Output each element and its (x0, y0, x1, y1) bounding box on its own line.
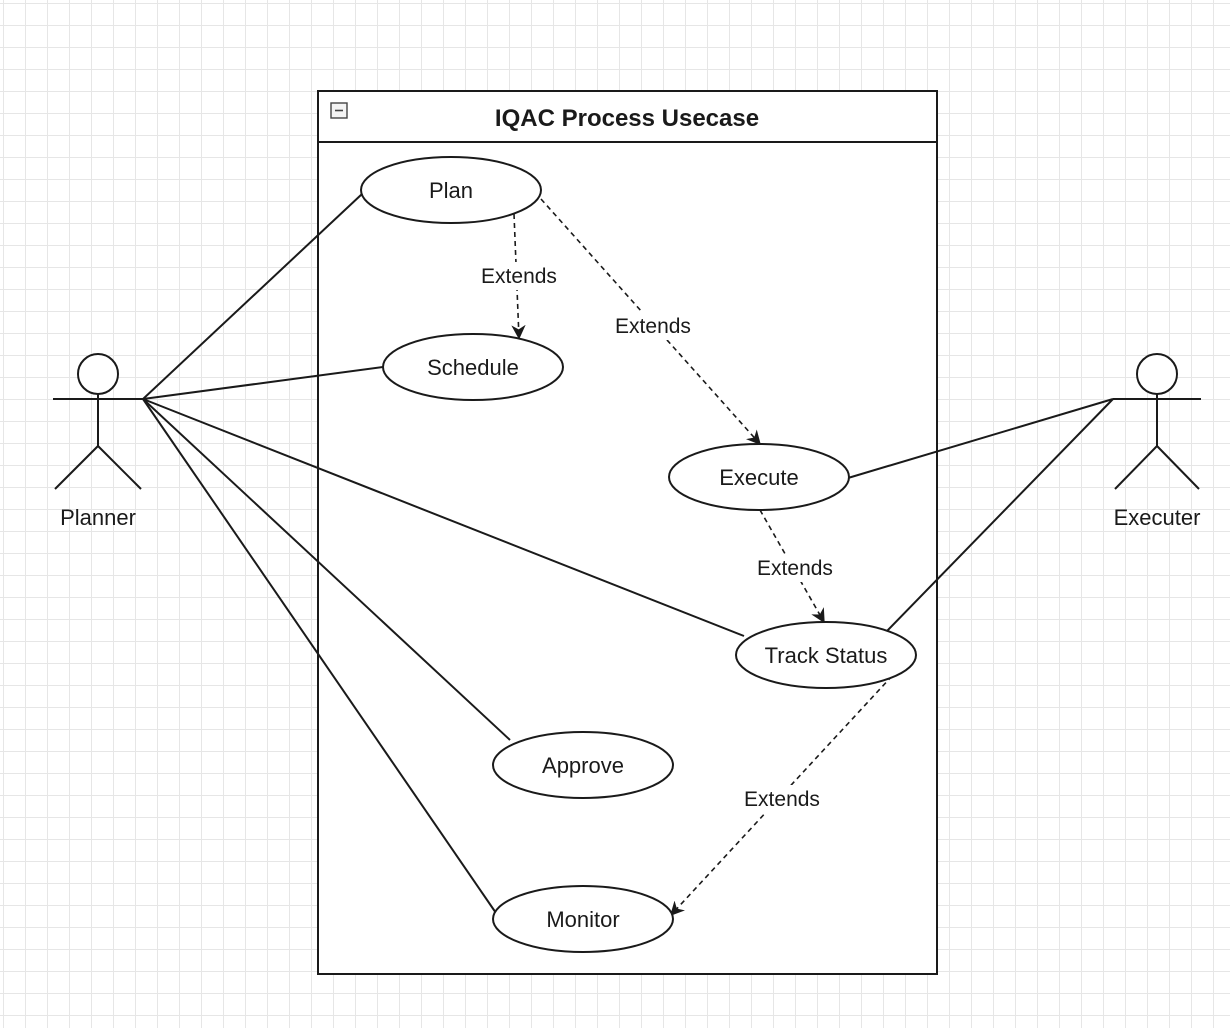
actor-planner-right-leg (97, 445, 142, 490)
usecase-execute[interactable]: Execute (668, 443, 850, 511)
assoc-planner-schedule[interactable] (142, 366, 384, 400)
extends-label-2: Extends (608, 312, 698, 340)
extends-label-4: Extends (737, 785, 827, 813)
usecase-monitor[interactable]: Monitor (492, 885, 674, 953)
actor-executer-head (1136, 353, 1178, 395)
actor-executer[interactable]: Executer (1113, 353, 1201, 530)
usecase-approve[interactable]: Approve (492, 731, 674, 799)
assoc-planner-approve[interactable] (142, 398, 511, 741)
system-boundary[interactable]: IQAC Process Usecase (317, 90, 938, 975)
assoc-executer-track-status[interactable] (885, 398, 1114, 633)
executer-associations (847, 398, 1114, 633)
minus-square-icon[interactable] (330, 102, 348, 119)
extends-label-plan-schedule: Extends (481, 265, 557, 288)
usecase-schedule-label: Schedule (427, 355, 519, 380)
usecase-track-status-label: Track Status (765, 643, 888, 668)
usecase-monitor-label: Monitor (546, 907, 619, 932)
actor-planner-head (77, 353, 119, 395)
assoc-planner-monitor[interactable] (142, 398, 497, 914)
actor-planner[interactable]: Planner (53, 353, 143, 530)
usecase-schedule[interactable]: Schedule (382, 333, 564, 401)
actor-planner-left-leg (54, 445, 99, 490)
extends-plan-schedule[interactable] (511, 213, 526, 340)
usecase-execute-label: Execute (719, 465, 799, 490)
usecase-track-status[interactable]: Track Status (735, 621, 917, 689)
usecase-approve-label: Approve (542, 753, 624, 778)
planner-associations (142, 193, 745, 914)
actor-planner-label: Planner (60, 505, 136, 530)
extends-label-plan-execute: Extends (615, 315, 691, 338)
actor-executer-left-leg (1114, 445, 1158, 490)
extends-label-track-monitor: Extends (744, 788, 820, 811)
system-title: IQAC Process Usecase (495, 105, 759, 132)
assoc-executer-execute[interactable] (847, 398, 1114, 479)
extends-label-execute-track: Extends (757, 557, 833, 580)
usecase-plan[interactable]: Plan (360, 156, 542, 224)
actor-executer-label: Executer (1114, 505, 1201, 530)
extends-label-3: Extends (750, 554, 840, 582)
actor-executer-right-leg (1156, 445, 1200, 490)
usecase-plan-label: Plan (429, 178, 473, 203)
assoc-planner-plan[interactable] (142, 193, 363, 400)
extends-label-1: Extends (474, 262, 564, 290)
assoc-planner-track-status[interactable] (142, 398, 745, 637)
